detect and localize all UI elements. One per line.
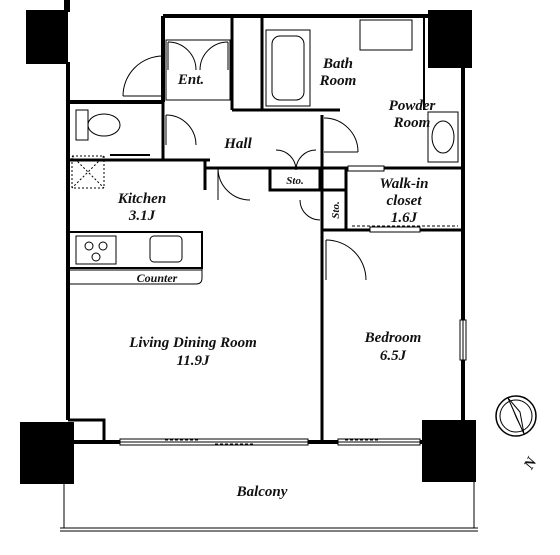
walkin-label-line2: closet xyxy=(387,193,423,209)
windows xyxy=(119,165,467,446)
balcony-area xyxy=(60,458,478,532)
door-swing-icon xyxy=(122,39,367,281)
living-label: Living Dining Room xyxy=(128,335,257,351)
balcony-label: Balcony xyxy=(236,484,288,500)
powder-label-line1: Powder xyxy=(389,98,436,114)
sink-icon xyxy=(149,111,459,263)
bedroom-size: 6.5J xyxy=(380,348,407,364)
toilet-icon xyxy=(75,109,121,141)
storage-hall-label: Sto. xyxy=(286,175,303,187)
structural-columns xyxy=(20,0,476,484)
stove-icon xyxy=(75,235,117,265)
hall-label: Hall xyxy=(223,136,252,152)
counter-label: Counter xyxy=(137,271,178,285)
interior-walls xyxy=(68,18,463,442)
bathtub-icon xyxy=(265,19,413,107)
walkin-label-line1: Walk-in xyxy=(380,176,429,192)
entrance-label: Ent. xyxy=(177,72,204,88)
bedroom-label: Bedroom xyxy=(364,330,422,346)
bath-label-line1: Bath xyxy=(322,56,353,72)
storage-closet-label: Sto. xyxy=(330,201,342,218)
bath-label-line2: Room xyxy=(319,73,357,89)
kitchen-size: 3.1J xyxy=(128,208,156,224)
walkin-size: 1.6J xyxy=(391,210,418,226)
compass-north-label: N xyxy=(521,454,541,473)
compass-icon xyxy=(495,395,537,437)
living-size: 11.9J xyxy=(177,353,210,369)
kitchen-counter xyxy=(67,231,203,285)
refrigerator-space xyxy=(71,155,105,189)
kitchen-label: Kitchen xyxy=(117,191,166,207)
powder-label-line2: Room xyxy=(393,115,431,131)
